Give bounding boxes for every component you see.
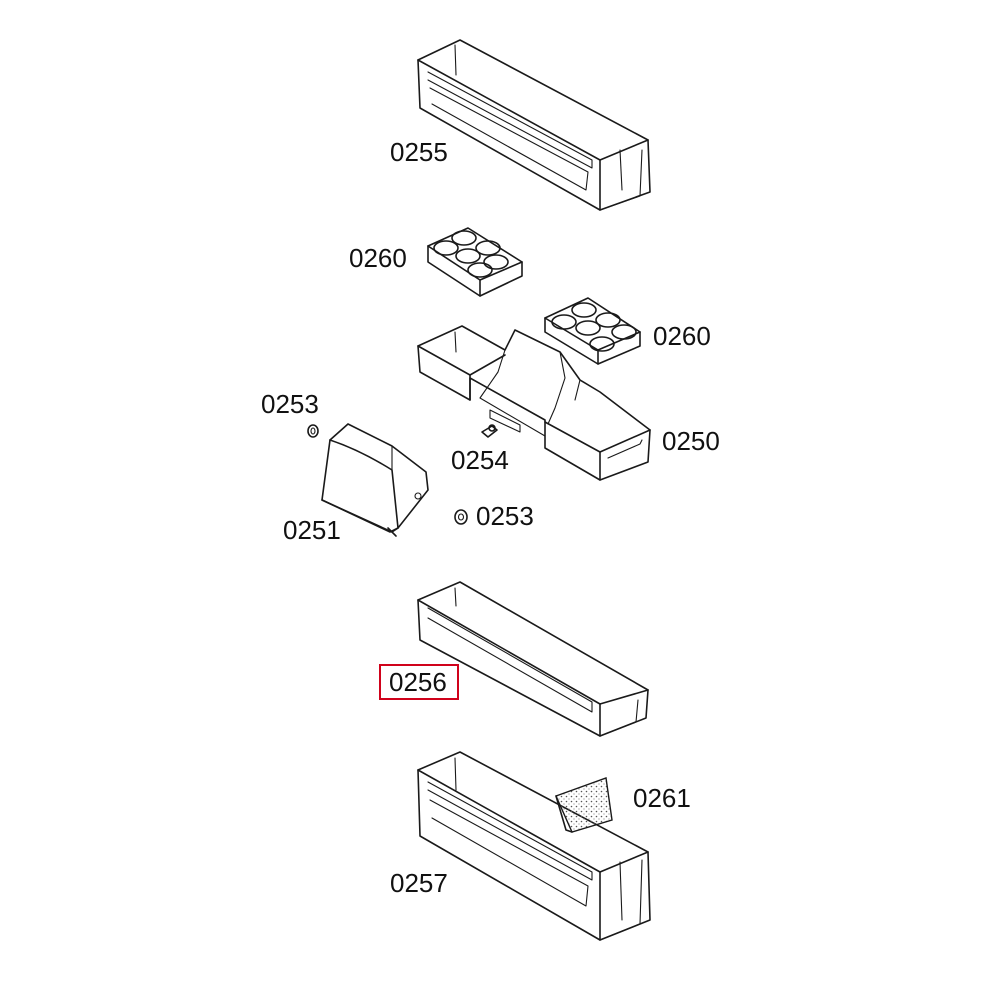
part-label-0251: 0251 [283,515,341,545]
part-label-0260-top: 0260 [349,243,407,273]
part-label-0261: 0261 [633,783,691,813]
egg-tray-0260-right [544,297,641,365]
door-shelf-0257 [417,751,651,941]
part-label-0255: 0255 [390,137,448,167]
flap-cover-0251 [321,423,429,537]
part-label-0250: 0250 [662,426,720,456]
egg-shelf-0250 [417,325,651,481]
egg-tray-0260-top [427,227,523,297]
part-label-0256: 0256 [389,667,447,697]
part-label-0254: 0254 [451,445,509,475]
part-label-0257: 0257 [390,868,448,898]
highlight-box [379,664,459,700]
pin-0254 [481,424,498,438]
part-label-0253-bottom: 0253 [476,501,534,531]
part-label-0260-right: 0260 [653,321,711,351]
door-shelf-0255 [417,39,651,211]
washer-0253-top [307,424,319,438]
washer-0253-bottom [454,509,468,525]
part-label-0253-top: 0253 [261,389,319,419]
divider-0261 [555,777,613,833]
door-shelf-0256 [417,581,649,737]
